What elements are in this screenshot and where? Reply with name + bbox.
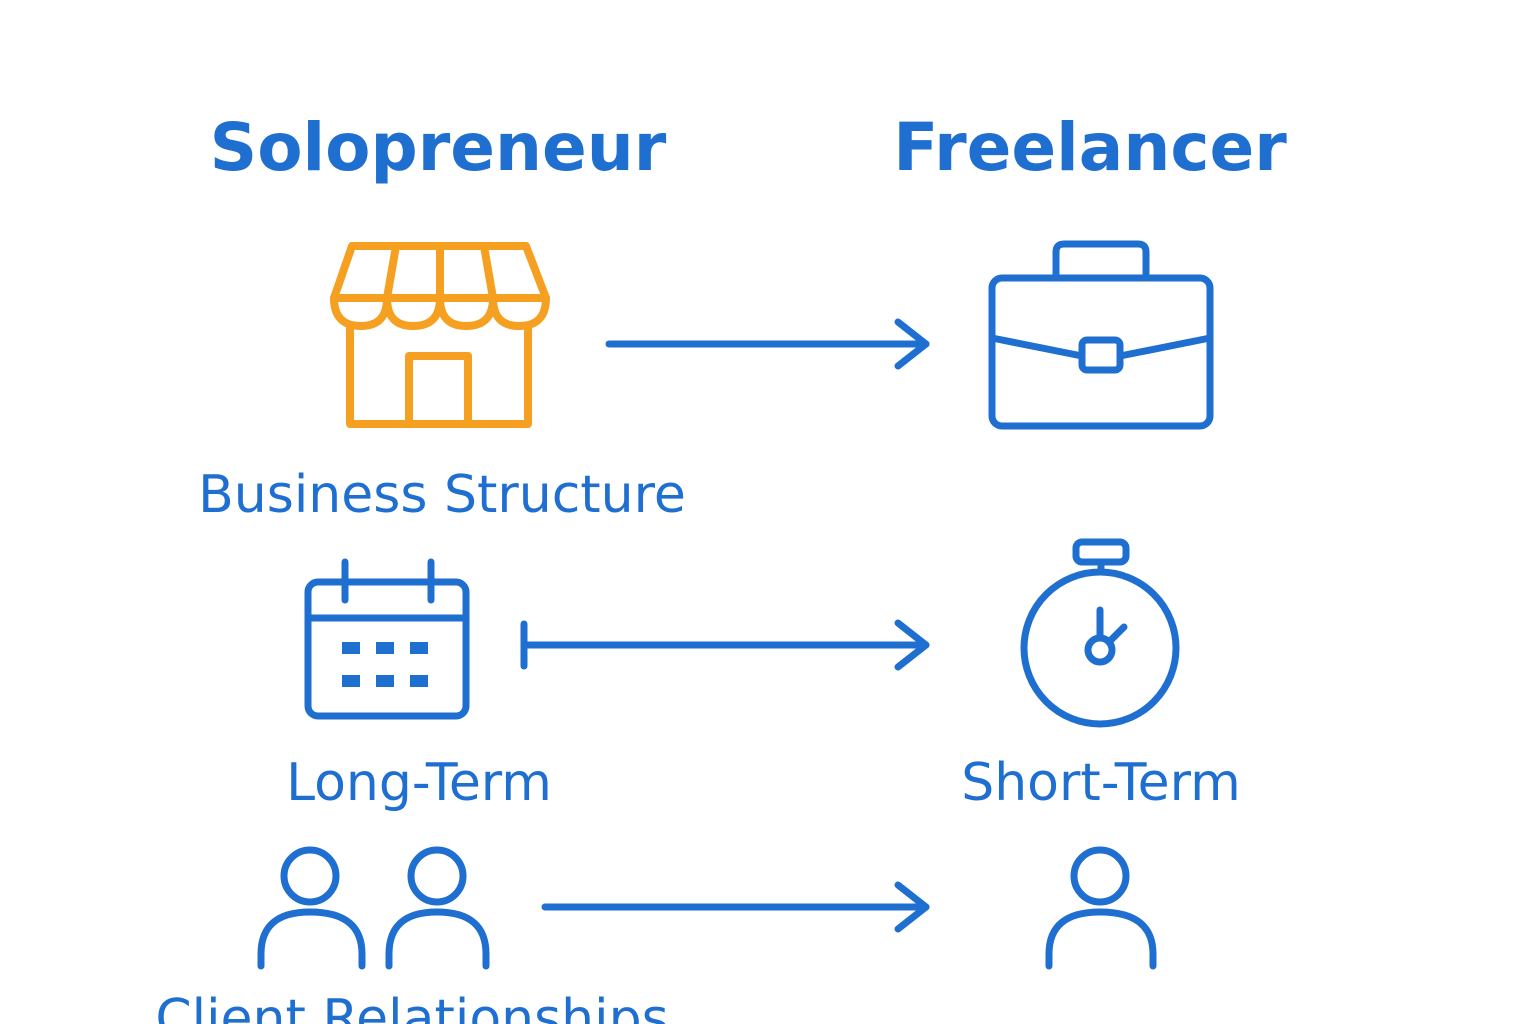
client-relationships-label: Client Relationships — [155, 989, 668, 1024]
stopwatch-icon — [1020, 538, 1180, 728]
arrow-row-2 — [520, 619, 930, 671]
long-term-label: Long-Term — [286, 753, 552, 813]
single-person-icon — [1045, 846, 1157, 970]
storefront-icon — [330, 242, 550, 428]
short-term-label: Short-Term — [961, 753, 1241, 813]
two-people-icon — [257, 846, 490, 970]
solopreneur-heading: Solopreneur — [210, 109, 667, 186]
business-structure-label: Business Structure — [198, 465, 686, 525]
arrow-row-3 — [541, 881, 930, 933]
arrow-row-1 — [605, 318, 930, 370]
freelancer-heading: Freelancer — [893, 109, 1287, 186]
calendar-icon — [304, 558, 470, 720]
briefcase-icon — [988, 240, 1214, 430]
